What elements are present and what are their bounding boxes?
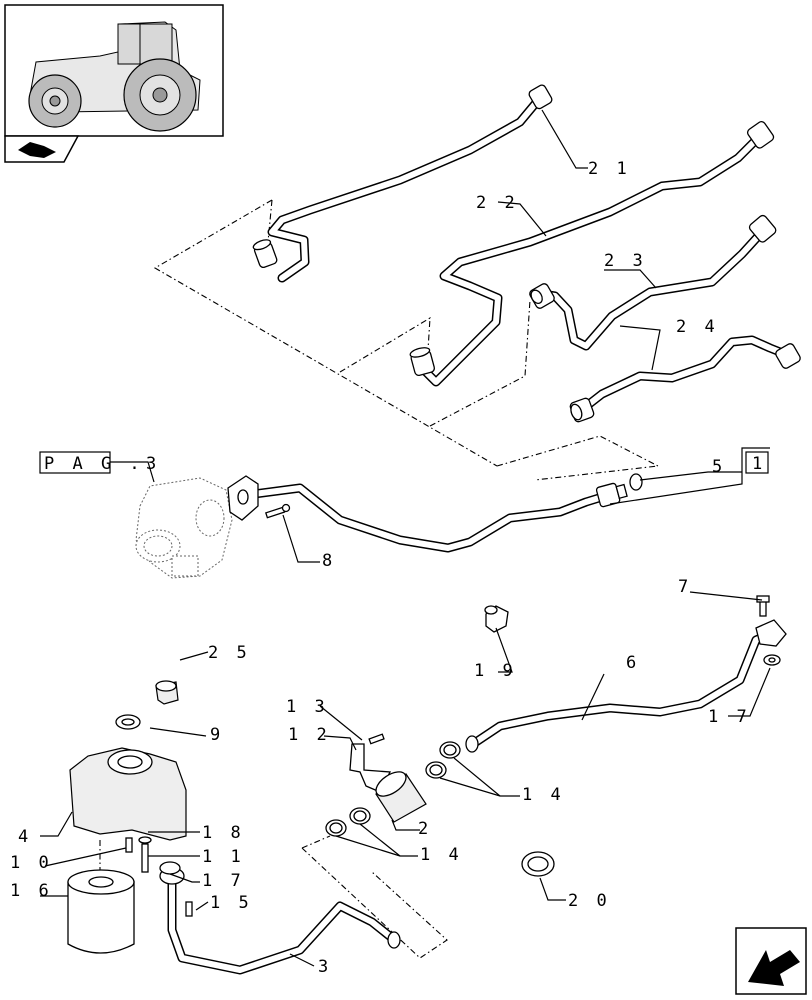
- filter-housing-4: [69, 747, 187, 841]
- boxed-reference-number: 1: [752, 454, 766, 474]
- boxed-reference[interactable]: 1: [745, 451, 769, 474]
- callout-17-right: 1 7: [708, 707, 751, 727]
- callout-19: 1 9: [474, 661, 517, 681]
- pipe-21: [252, 84, 553, 283]
- callout-2: 2: [418, 819, 432, 839]
- callout-17-left: 1 7: [202, 871, 245, 891]
- callout-14-upper: 1 4: [522, 785, 565, 805]
- callout-9: 9: [210, 725, 224, 745]
- housing-ghost: [135, 477, 233, 579]
- bolt-7: [756, 595, 770, 617]
- assembly-outlines: [99, 199, 660, 959]
- clamps-14: [325, 741, 461, 837]
- callout-23: 2 3: [604, 251, 647, 271]
- callout-4: 4: [18, 827, 32, 847]
- tractor-thumbnail-icon[interactable]: [4, 4, 224, 137]
- callout-15: 1 5: [210, 893, 253, 913]
- leader-lines: [40, 109, 771, 967]
- page-reference[interactable]: P A G . 3: [39, 451, 160, 474]
- pipe-22: [409, 120, 775, 387]
- callout-11: 1 1: [202, 847, 245, 867]
- pipe-24: [569, 335, 801, 423]
- callout-7: 7: [678, 577, 692, 597]
- washer-17-right: [763, 654, 781, 666]
- pipe-6: [465, 619, 787, 753]
- callout-25: 2 5: [208, 643, 251, 663]
- hose-2: [375, 771, 427, 823]
- callout-14-lower: 1 4: [420, 845, 463, 865]
- page-reference-number: 3: [146, 454, 160, 474]
- callout-3: 3: [318, 957, 332, 977]
- callout-6: 6: [626, 653, 640, 673]
- callout-22: 2 2: [476, 193, 519, 213]
- callout-5: 5: [712, 457, 726, 477]
- callout-12: 1 2: [288, 725, 331, 745]
- page-reference-label: P A G .: [44, 454, 144, 474]
- bolts-10-11-15-18: [125, 836, 193, 917]
- pipe-23: [529, 214, 777, 351]
- nut-9: [115, 714, 141, 730]
- callout-24: 2 4: [676, 317, 719, 337]
- callout-13: 1 3: [286, 697, 329, 717]
- plug-25: [155, 680, 179, 705]
- section-tab-icon[interactable]: [4, 135, 80, 163]
- pipe-5: [227, 473, 643, 553]
- washer-17-left: [159, 861, 181, 875]
- callout-16: 1 6: [10, 881, 53, 901]
- callout-8: 8: [322, 551, 336, 571]
- bolt-8: [265, 503, 291, 519]
- callout-21: 2 1: [588, 159, 631, 179]
- callout-10: 1 0: [10, 853, 53, 873]
- callouts: 2 1 2 2 2 3 2 4 5 8 7 2 5 6 1 9 1 3 1 7 …: [10, 159, 751, 977]
- next-page-arrow-icon[interactable]: [735, 927, 807, 995]
- pipe-3: [159, 867, 401, 975]
- sleeve-19: [484, 605, 509, 633]
- filter-16: [67, 869, 135, 954]
- callout-20: 2 0: [568, 891, 611, 911]
- clamp-20: [521, 851, 555, 877]
- callout-18: 1 8: [202, 823, 245, 843]
